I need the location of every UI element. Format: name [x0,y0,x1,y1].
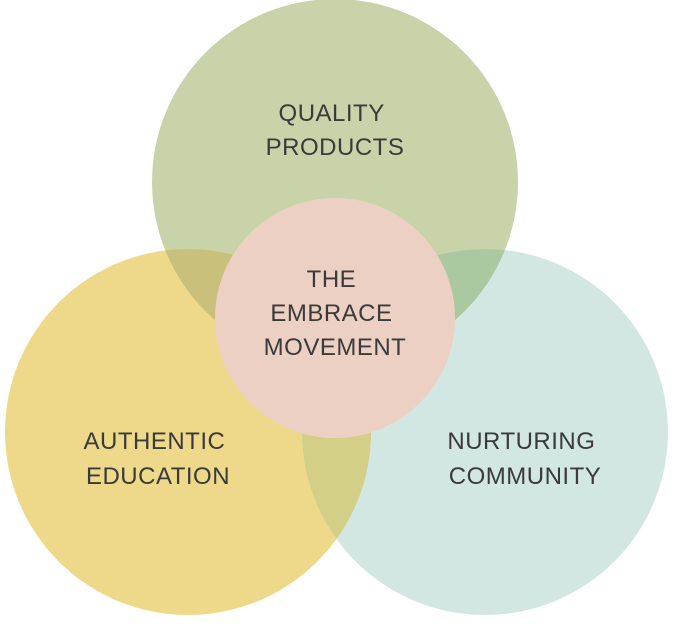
circle-embrace-movement [215,198,455,438]
label-authentic-line1: AUTHENTIC [83,428,225,455]
label-quality-products: QUALITY PRODUCTS [266,100,405,161]
label-authentic-education: AUTHENTIC EDUCATION [83,428,232,490]
label-nurturing-line1: NURTURING [447,428,595,455]
label-quality-line1: QUALITY [279,100,385,127]
label-quality-line2: PRODUCTS [266,134,405,161]
label-nurturing-line2: COMMUNITY [449,463,601,490]
label-embrace-line3: MOVEMENT [264,334,407,361]
label-nurturing-community: NURTURING COMMUNITY [447,428,602,490]
label-authentic-line2: EDUCATION [86,463,230,490]
label-embrace-line1: THE [307,266,357,293]
label-embrace-movement: THE EMBRACE MOVEMENT [264,266,407,361]
label-embrace-line2: EMBRACE [270,300,392,327]
